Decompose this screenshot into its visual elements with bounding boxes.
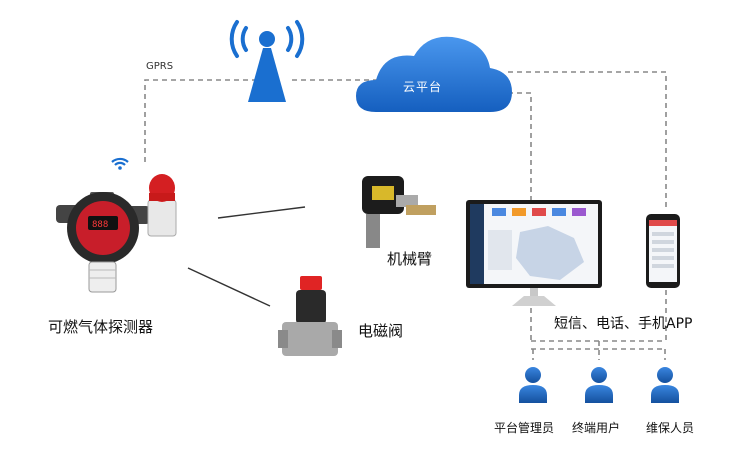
wifi-icon bbox=[111, 157, 129, 170]
person-icon-user bbox=[585, 367, 613, 403]
solenoid-valve-label: 电磁阀 bbox=[358, 322, 404, 340]
solenoid-valve-device bbox=[278, 276, 342, 356]
cloud-label: 云平台 bbox=[403, 80, 443, 94]
role-label-maintainer: 维保人员 bbox=[646, 421, 695, 435]
mechanical-arm-device bbox=[362, 176, 436, 248]
gprs-link-line bbox=[144, 79, 258, 162]
mechanical-arm-label: 机械臂 bbox=[387, 250, 433, 268]
wired-connections bbox=[187, 206, 306, 307]
person-icon-admin bbox=[519, 367, 547, 403]
dashed-connections bbox=[144, 71, 667, 360]
phone-device bbox=[646, 214, 680, 288]
role-label-admin: 平台管理员 bbox=[494, 421, 555, 435]
signal-tower-icon bbox=[229, 20, 305, 102]
cloud-icon bbox=[356, 36, 512, 112]
person-icon-maintainer bbox=[651, 367, 679, 403]
gprs-label: GPRS bbox=[146, 61, 174, 72]
detector-valve-line bbox=[187, 267, 271, 307]
gas-detector-device: 888 bbox=[56, 174, 177, 293]
svg-text:888: 888 bbox=[92, 220, 108, 230]
cloud-to-phone-line bbox=[508, 71, 667, 210]
role-label-user: 终端用户 bbox=[572, 421, 621, 435]
detector-label: 可燃气体探测器 bbox=[48, 318, 154, 336]
notification-label: 短信、电话、手机APP bbox=[554, 316, 693, 332]
detector-arm-line bbox=[217, 206, 306, 219]
cloud-to-monitor-line bbox=[508, 92, 532, 200]
monitor-device bbox=[466, 200, 602, 306]
